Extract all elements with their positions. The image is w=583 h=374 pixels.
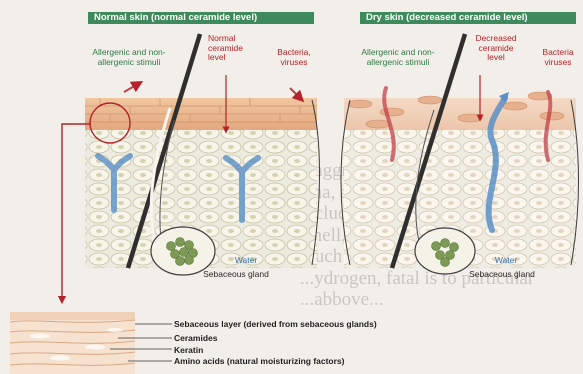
dry-gland-label: Sebaceous gland bbox=[462, 270, 542, 280]
sebaceous-gland-dry bbox=[415, 228, 475, 274]
dry-ceramide-label: Decreased ceramide level bbox=[470, 34, 522, 63]
normal-stimuli-label: Allergenic and non-allergenic stimuli bbox=[86, 48, 172, 67]
legend-sebaceous-layer: Sebaceous layer (derived from sebaceous … bbox=[174, 319, 377, 329]
normal-gland-label: Sebaceous gland bbox=[196, 270, 276, 280]
dry-bacteria-label: Bacteria viruses bbox=[536, 48, 580, 67]
dry-stimuli-label: Allergenic and non-allergenic stimuli bbox=[354, 48, 442, 67]
dry-skin-title: Dry skin (decreased ceramide level) bbox=[360, 12, 576, 24]
normal-ceramide-label: Normal ceramide level bbox=[208, 34, 252, 63]
legend-amino-acids: Amino acids (natural moisturizing factor… bbox=[174, 356, 345, 366]
normal-skin-panel bbox=[62, 34, 320, 300]
legend-ceramides: Ceramides bbox=[174, 333, 217, 343]
normal-bacteria-label: Bacteria, viruses bbox=[272, 48, 316, 67]
legend-keratin: Keratin bbox=[174, 345, 203, 355]
normal-skin-title: Normal skin (normal ceramide level) bbox=[88, 12, 314, 24]
dry-water-label: Water bbox=[486, 256, 526, 266]
normal-water-label: Water bbox=[226, 256, 266, 266]
dry-skin-panel bbox=[341, 34, 579, 274]
skin-layer-inset bbox=[10, 312, 172, 374]
